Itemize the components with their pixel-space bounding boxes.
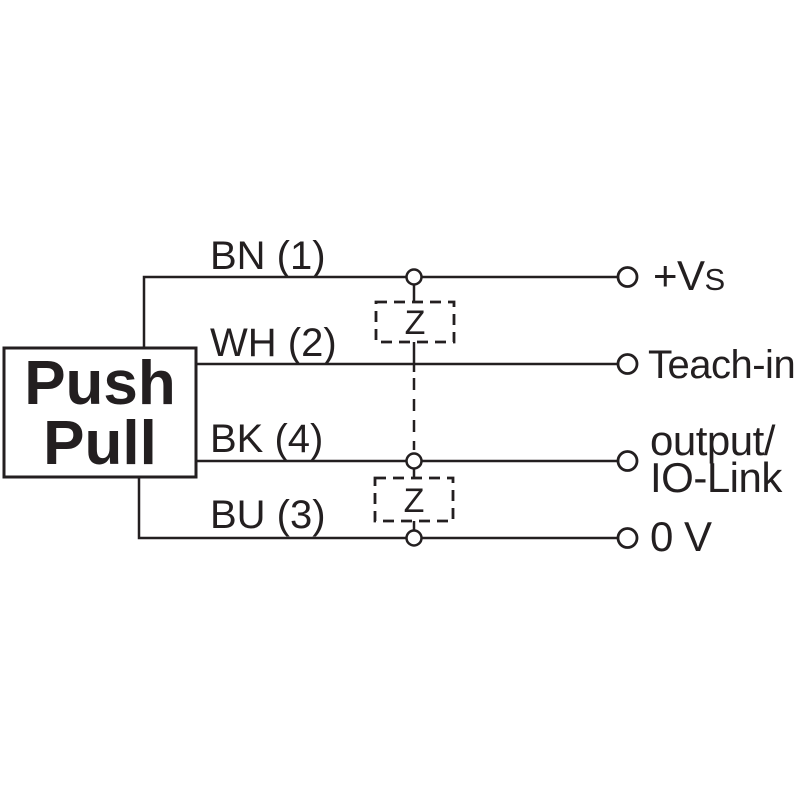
terminal-circle-vs xyxy=(616,266,639,288)
terminal-circle-0v xyxy=(616,527,639,549)
wire-bk-4-pin-label: BK (4) xyxy=(210,417,323,461)
device-label-line2: Pull xyxy=(43,409,157,478)
terminal-circle-teach-in xyxy=(616,353,639,375)
wire-wh-2-pin-label: WH (2) xyxy=(210,321,337,365)
wire-bn-1-pin-label: BN (1) xyxy=(210,234,326,278)
wire-bn-1 xyxy=(142,275,618,349)
z-suppressor-label-2: Z xyxy=(404,482,425,520)
device-label-line1: Push xyxy=(24,349,176,418)
terminal-label-output-line2: IO-Link xyxy=(650,454,783,501)
wire-bu-3 xyxy=(137,477,618,540)
wire-bu-3-pin-label: BU (3) xyxy=(210,493,326,537)
terminal-label-0v: 0 V xyxy=(650,513,712,560)
z-suppressor-box-2 xyxy=(373,476,455,523)
terminal-label-vs-subscript: S xyxy=(705,262,725,297)
terminal-label-output-line1: output/ xyxy=(650,417,776,464)
push-pull-device-box xyxy=(2,346,198,479)
junction-dot-bn xyxy=(405,268,423,286)
z-suppressor-label-1: Z xyxy=(405,304,426,342)
junction-dot-bu xyxy=(405,529,423,547)
terminal-label-teach-in: Teach-in xyxy=(648,343,795,387)
terminal-label-vs: +VS xyxy=(653,252,725,299)
junction-dot-bk xyxy=(405,452,423,470)
z-suppressor-box-1 xyxy=(374,300,456,344)
terminal-circle-output xyxy=(616,450,639,472)
terminal-label-vs-main: +V xyxy=(653,252,705,299)
